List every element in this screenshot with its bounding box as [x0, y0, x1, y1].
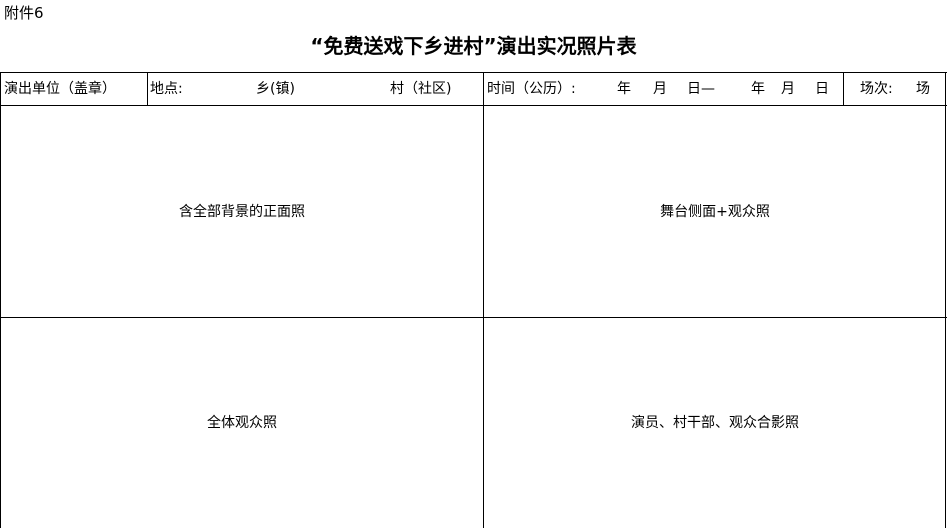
location-label: 地点:: [150, 81, 183, 97]
village-label: 村（社区): [390, 81, 452, 97]
header-row-bottom: [0, 105, 947, 106]
table-border-right: [945, 72, 946, 528]
front-photo-label: 含全部背景的正面照: [179, 204, 305, 220]
attachment-label: 附件6: [4, 4, 44, 22]
session-label: 场次:: [860, 81, 893, 97]
start-day-label: 日—: [687, 81, 715, 97]
header-divider-session: [843, 72, 844, 105]
end-day-label: 日: [815, 81, 829, 97]
end-month-label: 月: [781, 81, 795, 97]
performance-unit-label: 演出单位（盖章）: [4, 81, 116, 97]
table-border-top: [0, 72, 947, 73]
table-border-left: [0, 72, 1, 528]
group-photo-label: 演员、村干部、观众合影照: [631, 415, 799, 431]
time-label: 时间（公历）:: [487, 81, 576, 97]
township-label: 乡(镇): [256, 81, 295, 97]
start-month-label: 月: [653, 81, 667, 97]
header-divider-unit: [147, 72, 148, 105]
photo-row-divider: [0, 317, 947, 318]
end-year-label: 年: [751, 81, 765, 97]
side-photo-label: 舞台侧面+观众照: [660, 204, 770, 220]
start-year-label: 年: [617, 81, 631, 97]
photo-table: 演出单位（盖章） 地点: 乡(镇) 村（社区) 时间（公历）: 年 月 日— 年…: [0, 72, 947, 528]
page-title: “免费送戏下乡进村”演出实况照片表: [310, 34, 637, 58]
audience-photo-label: 全体观众照: [207, 415, 277, 431]
center-divider: [483, 72, 484, 528]
session-unit-label: 场: [916, 81, 930, 97]
